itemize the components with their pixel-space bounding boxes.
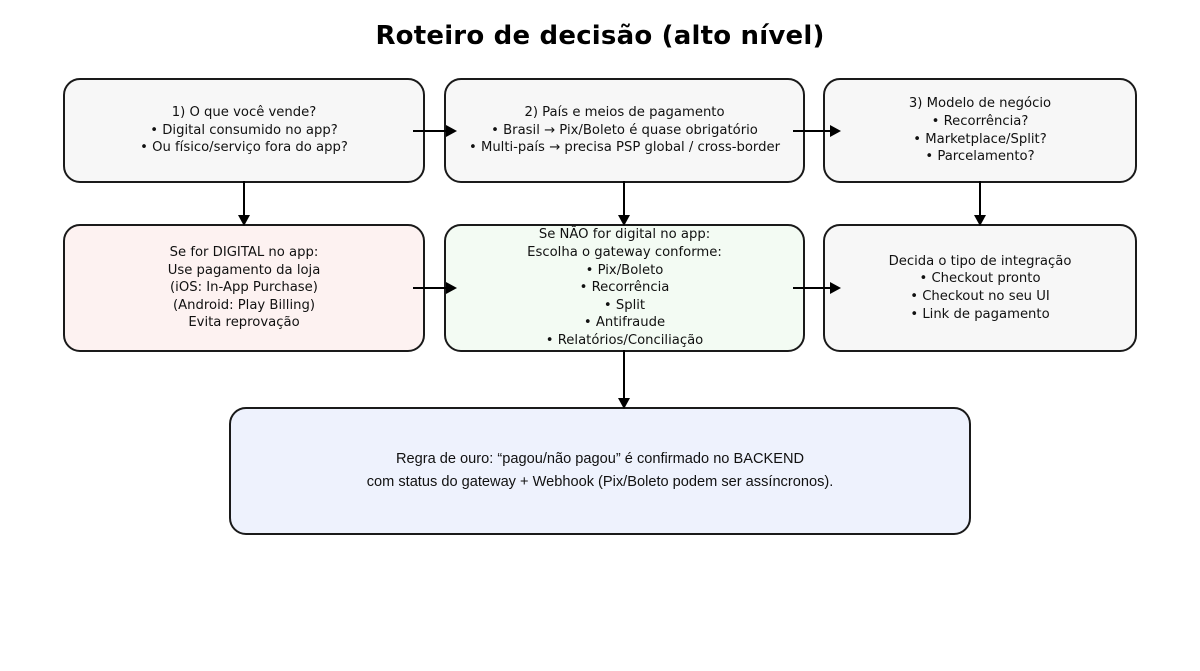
arrow-r1c1-to-r2c1 [231,181,257,226]
arrow-r1c3-to-r2c3 [967,181,993,226]
node-se-for-digital-no-app[interactable]: Se for DIGITAL no app: Use pagamento da … [63,224,425,352]
node-decida-o-tipo-de-integracao[interactable]: Decida o tipo de integração • Checkout p… [823,224,1137,352]
arrow-r1c2-to-r2c2 [611,181,637,226]
arrow-r2c1-to-r2c2 [413,275,457,301]
node-o-que-voce-vende[interactable]: 1) O que você vende? • Digital consumido… [63,78,425,183]
diagram-title: Roteiro de decisão (alto nível) [375,21,825,51]
node-modelo-de-negocio[interactable]: 3) Modelo de negócio • Recorrência? • Ma… [823,78,1137,183]
arrow-r1c2-to-r1c3 [793,118,841,144]
node-regra-de-ouro[interactable]: Regra de ouro: “pagou/não pagou” é confi… [229,407,971,535]
arrow-r1c1-to-r1c2 [413,118,457,144]
node-se-nao-for-digital-no-app[interactable]: Se NÃO for digital no app: Escolha o gat… [444,224,805,352]
arrow-r2c2-to-r3c1 [611,350,637,409]
node-pais-e-meios-de-pagamento[interactable]: 2) País e meios de pagamento • Brasil → … [444,78,805,183]
arrow-r2c2-to-r2c3 [793,275,841,301]
